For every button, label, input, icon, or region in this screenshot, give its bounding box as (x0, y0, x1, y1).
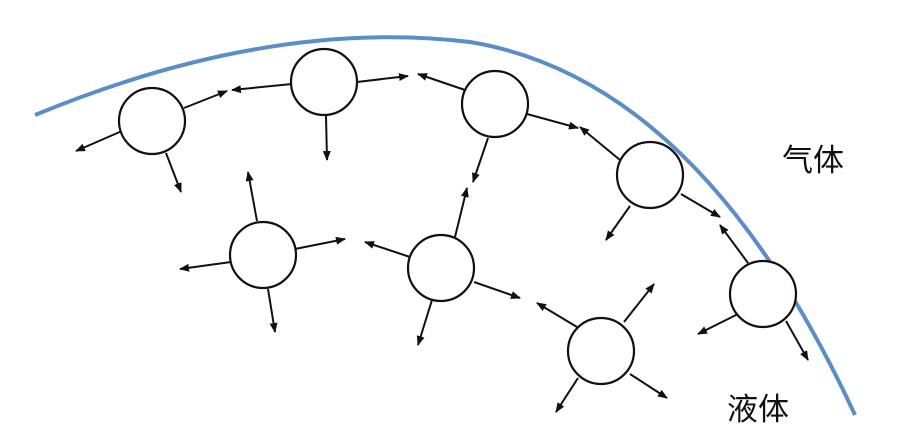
molecule (460, 69, 530, 139)
liquid-surface-curve (34, 35, 857, 416)
force-arrow (245, 171, 258, 222)
force-arrow (555, 377, 579, 413)
force-arrow (785, 320, 809, 361)
molecule (615, 140, 685, 210)
force-arrow (536, 302, 578, 328)
force-arrow (697, 312, 741, 335)
force-arrow (473, 281, 521, 299)
gas-label: 气体 (782, 143, 844, 179)
molecule (406, 233, 476, 303)
liquid-label: 液体 (727, 392, 789, 428)
force-arrow (416, 299, 433, 346)
force-arrow (579, 126, 621, 161)
force-arrow (267, 288, 278, 333)
molecule (728, 259, 798, 329)
molecule (566, 316, 636, 386)
force-arrow (623, 283, 655, 323)
force-arrows (75, 73, 809, 413)
force-arrow (356, 73, 409, 83)
force-arrow (165, 152, 182, 193)
force-arrow (364, 241, 411, 258)
force-arrow (294, 236, 346, 250)
force-arrow (417, 73, 466, 91)
force-arrow (322, 115, 331, 161)
force-arrow (183, 90, 228, 109)
molecule (289, 47, 359, 117)
force-arrow (719, 224, 749, 264)
force-arrow (680, 193, 721, 218)
force-arrow (454, 187, 469, 238)
force-arrow (629, 373, 668, 399)
force-arrow (605, 205, 631, 241)
force-arrow (472, 137, 489, 183)
force-arrow (231, 83, 293, 94)
force-arrow (75, 130, 123, 152)
force-arrow (179, 261, 232, 272)
molecule (117, 86, 187, 156)
force-arrow (526, 113, 579, 130)
molecules (117, 47, 798, 386)
molecule (228, 220, 298, 290)
